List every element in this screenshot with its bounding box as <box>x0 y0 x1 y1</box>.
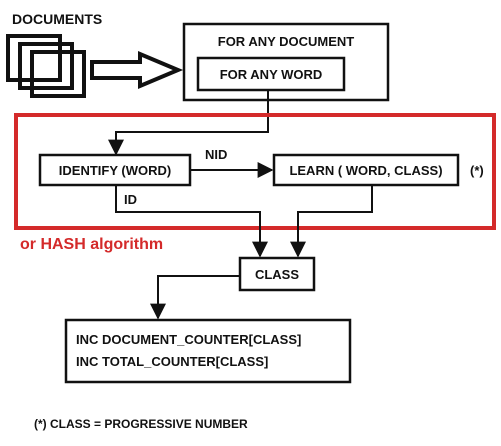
learn-to-class-connector <box>290 185 373 258</box>
outline-right-arrow-icon <box>90 50 184 90</box>
learn-box <box>272 153 460 187</box>
class-to-counters-connector <box>150 275 240 320</box>
for-any-word-label: FOR ANY WORD <box>220 67 323 82</box>
document-stack-icon <box>6 34 86 98</box>
word-to-identify-connector <box>108 90 269 156</box>
inc-total-counter-label: INC TOTAL_COUNTER[CLASS] <box>76 354 268 369</box>
class-label: CLASS <box>255 267 299 282</box>
hash-region-frame <box>14 113 496 230</box>
counters-box <box>64 318 352 384</box>
id-to-class-connector <box>115 185 268 258</box>
id-label: ID <box>124 192 137 207</box>
identify-box <box>38 153 192 187</box>
class-box <box>238 256 316 292</box>
learn-label: LEARN ( WORD, CLASS) <box>289 163 442 178</box>
for-any-word-box <box>196 56 346 92</box>
for-any-document-label: FOR ANY DOCUMENT <box>218 34 355 49</box>
asterisk-note: (*) <box>470 163 484 178</box>
inc-document-counter-label: INC DOCUMENT_COUNTER[CLASS] <box>76 332 301 347</box>
nid-label: NID <box>205 147 227 162</box>
hash-algorithm-note: or HASH algorithm <box>20 236 163 253</box>
footnote: (*) CLASS = PROGRESSIVE NUMBER <box>34 417 248 431</box>
documents-label: DOCUMENTS <box>12 11 102 27</box>
identify-label: IDENTIFY (WORD) <box>59 163 171 178</box>
